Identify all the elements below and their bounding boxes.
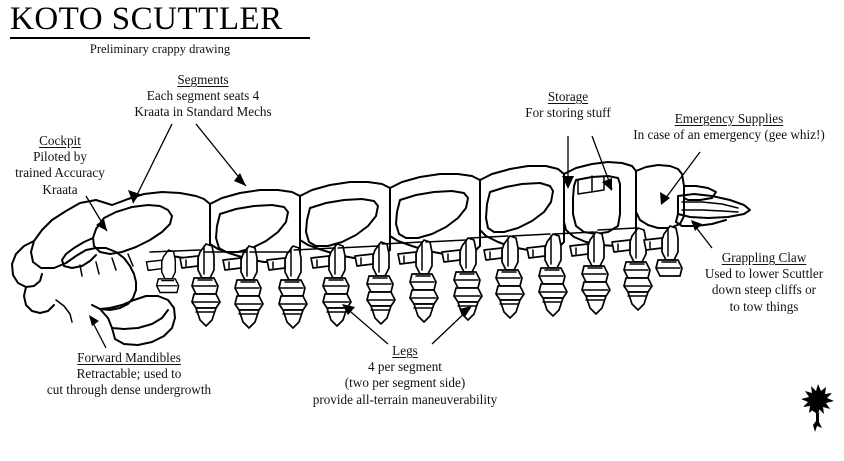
callout-storage: Storage For storing stuff	[503, 89, 633, 121]
leg	[526, 233, 568, 317]
leg	[397, 239, 439, 323]
callout-storage-line-1: For storing stuff	[525, 105, 611, 121]
legs-group	[145, 225, 683, 329]
page-title: KOTO SCUTTLER	[10, 1, 283, 37]
callout-grappling-claw-line-3: to tow things	[729, 298, 799, 314]
callout-segments-line-2: Kraata in Standard Mechs	[134, 104, 272, 120]
callout-cockpit-heading: Cockpit	[39, 133, 81, 148]
callout-storage-heading: Storage	[547, 89, 589, 104]
leg	[441, 237, 483, 321]
callout-legs: Legs 4 per segment (two per segment side…	[294, 343, 516, 408]
leg	[145, 249, 180, 294]
head-cockpit-group	[11, 191, 211, 314]
leg	[611, 227, 653, 311]
callout-cockpit-line-2: trained Accuracy	[15, 165, 105, 181]
title-block: KOTO SCUTTLER Preliminary crappy drawing	[10, 2, 320, 57]
forward-mandibles-group	[55, 295, 176, 346]
callout-legs-line-3: provide all-terrain maneuverability	[312, 391, 498, 407]
callout-cockpit-line-3: Kraata	[42, 181, 78, 197]
callout-forward-mandibles-line-2: cut through dense undergrowth	[46, 382, 212, 398]
leg	[179, 243, 221, 327]
leg	[569, 231, 611, 315]
callout-grappling-claw-heading: Grappling Claw	[721, 250, 807, 265]
callout-segments-heading: Segments	[177, 72, 229, 87]
callout-forward-mandibles: Forward Mandibles Retractable; used to c…	[20, 350, 238, 399]
callout-segments-line-1: Each segment seats 4	[146, 88, 260, 104]
tribal-glyph-logo-icon	[801, 384, 834, 432]
callout-grappling-claw: Grappling Claw Used to lower Scuttler do…	[684, 250, 844, 315]
callout-legs-heading: Legs	[392, 343, 418, 358]
leg	[354, 241, 396, 325]
callout-grappling-claw-line-1: Used to lower Scuttler	[704, 266, 824, 282]
leg	[266, 245, 308, 329]
callout-emergency-supplies-heading: Emergency Supplies	[674, 111, 784, 126]
leg	[222, 245, 264, 329]
callout-forward-mandibles-heading: Forward Mandibles	[77, 350, 181, 365]
grappling-claw-group	[675, 193, 751, 227]
title-underline-rule	[10, 37, 310, 39]
page-subtitle: Preliminary crappy drawing	[89, 42, 231, 56]
callout-emergency-supplies-line-1: In case of an emergency (gee whiz!)	[633, 127, 825, 143]
callout-cockpit: Cockpit Piloted by trained Accuracy Kraa…	[0, 133, 120, 198]
callout-forward-mandibles-line-1: Retractable; used to	[76, 366, 182, 382]
callout-cockpit-line-1: Piloted by	[33, 149, 87, 165]
leg	[483, 235, 525, 319]
callout-legs-line-2: (two per segment side)	[344, 375, 466, 391]
leader-lines-group	[85, 123, 713, 349]
leg	[310, 243, 352, 327]
callout-segments: Segments Each segment seats 4 Kraata in …	[118, 72, 288, 121]
callout-legs-line-1: 4 per segment	[368, 359, 442, 375]
leg	[643, 225, 683, 277]
callout-emergency-supplies: Emergency Supplies In case of an emergen…	[614, 111, 844, 143]
callout-grappling-claw-line-2: down steep cliffs or	[711, 282, 817, 298]
